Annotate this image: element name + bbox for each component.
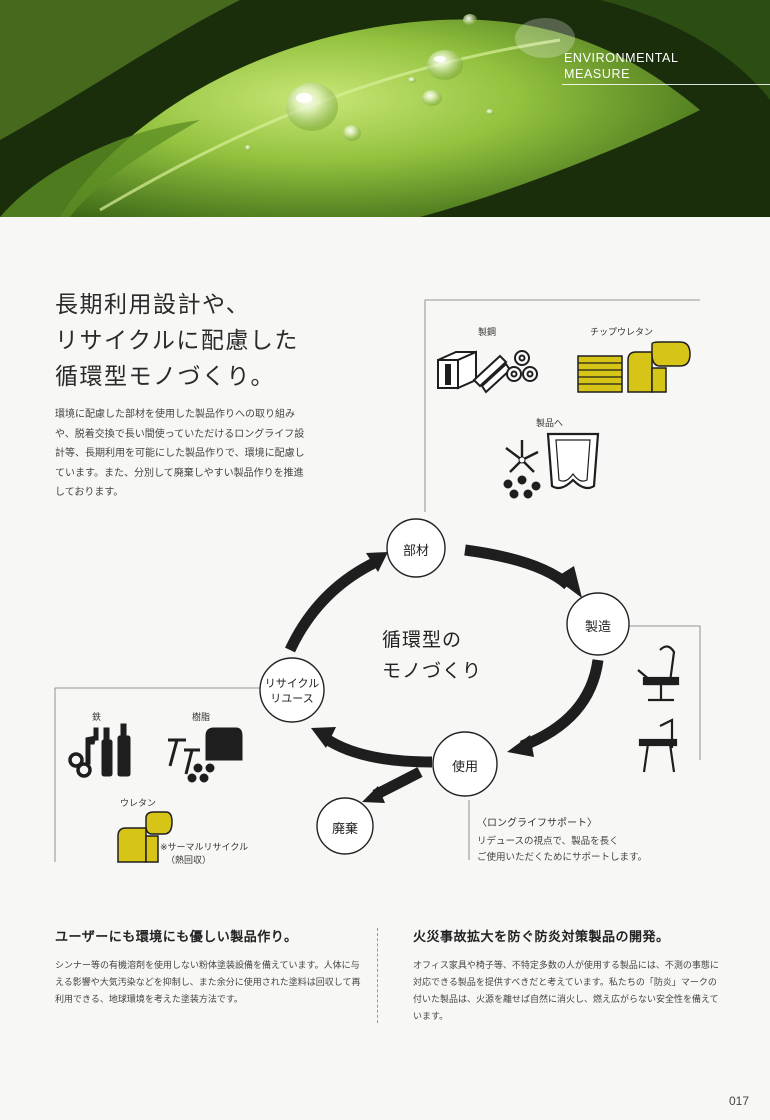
headline-line-3: 循環型モノづくり。 (55, 364, 276, 390)
center-line-1: 循環型の (382, 629, 463, 651)
steel-label: 製鋼 (478, 328, 497, 338)
arrowhead-haiki (362, 786, 385, 803)
node-shiyo-label: 使用 (451, 760, 478, 775)
thermal-recycle-note: ※サーマルリサイクル （熱回収） (160, 842, 248, 868)
node-haiki (316, 797, 374, 855)
section-eco-body: シンナー等の有機溶剤を使用しない粉体塗装設備を備えています。人体に与える影響や大… (55, 961, 361, 1005)
chair-parts-icon (503, 432, 600, 499)
headline-line-1: 長期利用設計や、 (55, 292, 251, 318)
node-seizo-label: 製造 (584, 620, 611, 635)
section-fire-body: オフィス家具や椅子等、不特定多数の人が使用する製品には、不測の事態に対応できる製… (413, 961, 719, 1022)
urethane-chip-icon (577, 341, 691, 393)
title-rule (562, 84, 770, 85)
arrow-shiyo-to-haiki (372, 767, 423, 800)
headline-line-2: リサイクルに配慮した (55, 328, 299, 354)
arrow-seizo-to-shiyo (520, 659, 604, 752)
section-divider (377, 928, 378, 1023)
meeting-chair-icon (638, 718, 678, 773)
urethane-chip-label: チップウレタン (590, 328, 654, 338)
section-eco-heading: ユーザーにも環境にも優しい製品作り。 (55, 930, 298, 945)
section-fire-heading: 火災事故拡大を防ぐ防炎対策製品の開発。 (413, 930, 670, 945)
manufacture-bracket (610, 625, 701, 760)
thermal-line-1: ※サーマルリサイクル (160, 843, 249, 853)
node-recycle-line-2: リユース (270, 692, 314, 705)
node-seizo (566, 592, 630, 656)
node-recycle-line-1: リサイクル (264, 677, 320, 690)
node-buzai (386, 518, 446, 578)
resin-label: 樹脂 (192, 713, 211, 723)
resin-icon (168, 727, 243, 783)
node-recycle-label: リサイクル リユース (260, 676, 324, 706)
long-life-support-body: リデュースの視点で、製品を長く ご使用いただくためにサポートします。 (477, 834, 647, 866)
to-product-label: 製品へ (536, 419, 564, 429)
leaf-illustration (0, 0, 770, 217)
thermal-line-2: （熱回収） (166, 856, 212, 866)
node-shiyo (432, 731, 498, 797)
cycle-center-text: 循環型の モノづくり (382, 625, 512, 687)
page-headline: 長期利用設計や、 リサイクルに配慮した 循環型モノづくり。 (55, 287, 299, 395)
section-title-line-1: ENVIRONMENTAL (564, 51, 679, 65)
iron-icon (68, 723, 131, 778)
arrowhead-recycle (311, 727, 336, 748)
node-recycle (259, 657, 325, 723)
urethane-label: ウレタン (120, 799, 157, 809)
page-number: 017 (729, 1094, 750, 1108)
hero-leaf-photo: ENVIRONMENTAL MEASURE (0, 0, 770, 217)
node-haiki-label: 廃棄 (331, 822, 358, 837)
urethane-icon (117, 811, 173, 863)
intro-paragraph: 環境に配慮した部材を使用した製品作りへの取り組みや、脱着交換で長い間使っていただ… (55, 409, 305, 498)
support-line-2: ご使用いただくためにサポートします。 (477, 852, 648, 863)
arrow-shiyo-to-recycle (321, 733, 433, 768)
center-line-2: モノづくり (382, 660, 483, 682)
long-life-support-heading: 〈ロングライフサポート〉 (477, 818, 597, 829)
iron-label: 鉄 (92, 713, 102, 723)
section-title: ENVIRONMENTAL MEASURE (564, 50, 679, 82)
office-chair-icon (637, 645, 680, 702)
steel-icon (437, 350, 538, 394)
arrow-buzai-to-seizo (464, 544, 572, 590)
recycle-bracket (54, 687, 262, 862)
node-buzai-label: 部材 (402, 544, 429, 559)
arrowhead-shiyo (507, 735, 534, 757)
arrowhead-buzai (366, 552, 388, 572)
arrow-recycle-to-buzai (285, 557, 379, 653)
section-title-line-2: MEASURE (564, 67, 631, 81)
materials-bracket (424, 299, 700, 512)
support-line-1: リデュースの視点で、製品を長く (477, 836, 619, 847)
arrowhead-seizo (555, 566, 582, 598)
